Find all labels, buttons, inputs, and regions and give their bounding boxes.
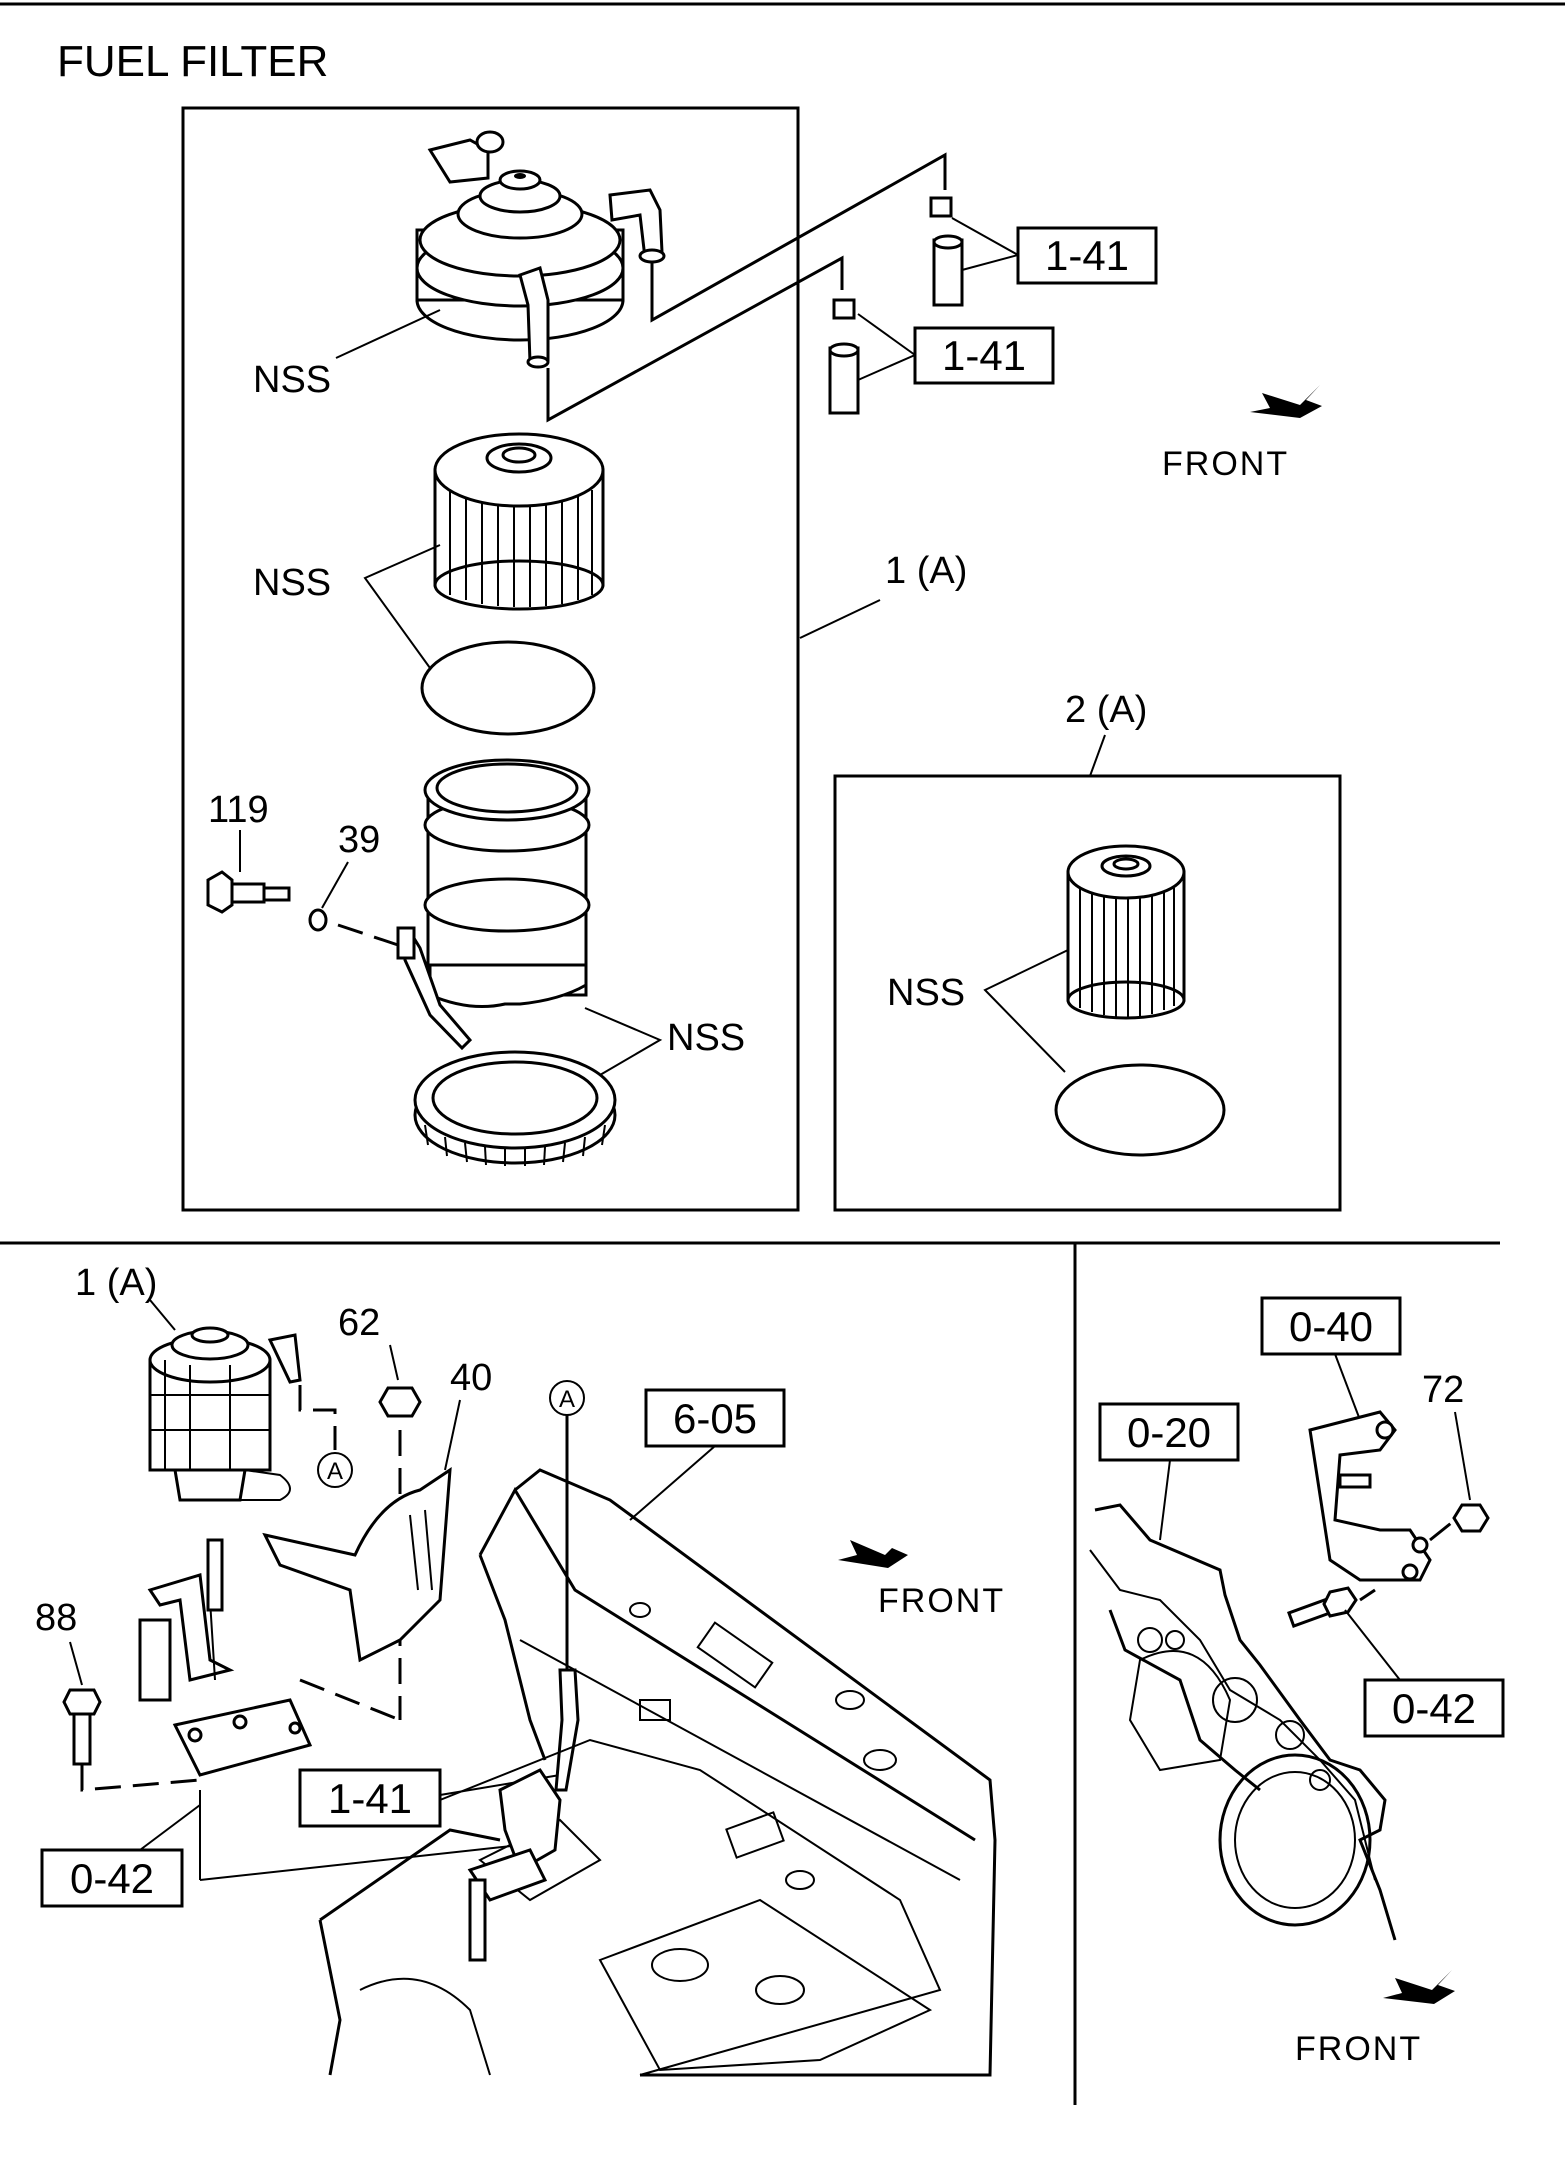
ref-0-20: 0-20: [1127, 1409, 1211, 1456]
assembly-1a-box: [181, 106, 800, 1212]
ref-0-40: 0-40: [1289, 1303, 1373, 1350]
bracket-40: [262, 1467, 452, 1663]
ref-box-right-0-42: [1363, 1678, 1505, 1738]
ref-top-1: 1-41: [1045, 232, 1129, 279]
part-88-leader: [69, 1641, 83, 1686]
ref-box-top-2: [913, 326, 1055, 385]
part-40-leader: [444, 1399, 461, 1471]
ref-bottom-0-42: 0-42: [70, 1855, 154, 1902]
filter-element: [433, 432, 605, 611]
part-39-label: 39: [338, 819, 380, 861]
hose-clamp-upper: [929, 196, 964, 307]
nut-72: [1452, 1503, 1490, 1533]
part-40-label: 40: [450, 1357, 492, 1399]
engine-housing: [1089, 1503, 1397, 1941]
marker-a-2: A: [559, 1386, 575, 1413]
kit-2a-box: [833, 774, 1342, 1212]
circle-a-marker-icon: [317, 1452, 353, 1488]
ref-0-40-leader: [1334, 1353, 1361, 1421]
part-62-label: 62: [338, 1302, 380, 1344]
leader-141-c: [857, 313, 916, 356]
nss-bowl-leader: [584, 1007, 663, 1076]
assy-1a-leader: [799, 599, 881, 639]
bolt-88: [62, 1688, 102, 1766]
nss-head-label: NSS: [253, 359, 331, 401]
page-title: FUEL FILTER: [57, 37, 328, 86]
front-arrow-icon-3: [1383, 1970, 1455, 2004]
nss-kit-leader: [983, 949, 1069, 1073]
vehicle-frame: [318, 1468, 997, 2077]
nss-element-label: NSS: [253, 562, 331, 604]
ref-0-42-leader-c: [199, 1844, 521, 1881]
ref-top-2: 1-41: [942, 332, 1026, 379]
nut-72-axis: [1429, 1518, 1456, 1542]
ref-box-0-40: [1260, 1296, 1402, 1356]
ref-6-05: 6-05: [673, 1395, 757, 1442]
fuel-line-lower: [546, 255, 844, 423]
hose-clamp-lower: [828, 298, 860, 415]
fuel-hose: [554, 1668, 580, 1792]
bolt-0-42: [1287, 1586, 1358, 1629]
kit-2a-leader: [1089, 734, 1106, 777]
nss-kit-label: NSS: [887, 972, 965, 1014]
hose-route-a: [298, 1385, 337, 1450]
ref-bottom-1-41: 1-41: [328, 1775, 412, 1822]
part-88-label: 88: [35, 1597, 77, 1639]
sensor-axis: [337, 923, 399, 947]
assy-1a-bottom-leader: [149, 1299, 176, 1331]
part-39-leader: [321, 861, 349, 909]
fuel-line-upper: [650, 152, 947, 323]
front-arrow-icon-2: [838, 1535, 908, 1568]
assy-1a-bottom-label: 1 (A): [75, 1262, 157, 1304]
marker-a-1: A: [327, 1458, 343, 1485]
part-72-label: 72: [1422, 1369, 1464, 1411]
ref-0-20-leader: [1159, 1459, 1171, 1541]
ref-box-top-1: [1016, 226, 1158, 285]
ref-box-bottom-0-42: [40, 1848, 184, 1908]
leader-141-b: [961, 254, 1019, 271]
part-62-leader: [389, 1344, 399, 1381]
ref-0-42-leader-a: [139, 1804, 201, 1851]
part-119-label: 119: [208, 789, 269, 831]
ref-6-05-leader: [629, 1445, 716, 1521]
nss-element-leader: [363, 544, 441, 669]
front-arrow-icon: [1250, 385, 1322, 418]
bracket-axis: [299, 1678, 401, 1722]
ref-right-0-42-leader: [1344, 1609, 1401, 1681]
ref-box-bottom-1-41: [298, 1768, 442, 1828]
ref-right-0-42: 0-42: [1392, 1685, 1476, 1732]
bolt-0-42-axis: [1359, 1588, 1376, 1602]
filter-bowl: [396, 758, 591, 1051]
front-label-top: FRONT: [1162, 445, 1289, 483]
part-72-leader: [1454, 1411, 1471, 1501]
kit-filter-element: [1066, 844, 1186, 1020]
oring-39: [308, 908, 328, 932]
mounting-bracket: [138, 1538, 313, 1777]
water-sensor-119: [206, 870, 291, 914]
front-label-bottom: FRONT: [1295, 2030, 1422, 2068]
kit-2a-label: 2 (A): [1065, 689, 1147, 731]
nut-62: [378, 1386, 422, 1418]
o-ring: [420, 640, 596, 736]
bracket-0-40: [1308, 1410, 1432, 1582]
kit-o-ring: [1054, 1063, 1226, 1157]
leader-141-d: [857, 354, 916, 381]
bolt-88-axis: [80, 1765, 201, 1792]
leader-141-a: [951, 217, 1019, 256]
ring-nut: [413, 1050, 617, 1166]
nss-head-leader: [335, 309, 441, 359]
fuel-filter-bracket-installed: [467, 1768, 562, 1962]
filter-assembly-small: [148, 1326, 302, 1502]
nss-bowl-label: NSS: [667, 1017, 745, 1059]
assy-1a-top-label: 1 (A): [885, 550, 967, 592]
front-label-middle: FRONT: [878, 1582, 1005, 1620]
filter-head: [415, 130, 666, 369]
